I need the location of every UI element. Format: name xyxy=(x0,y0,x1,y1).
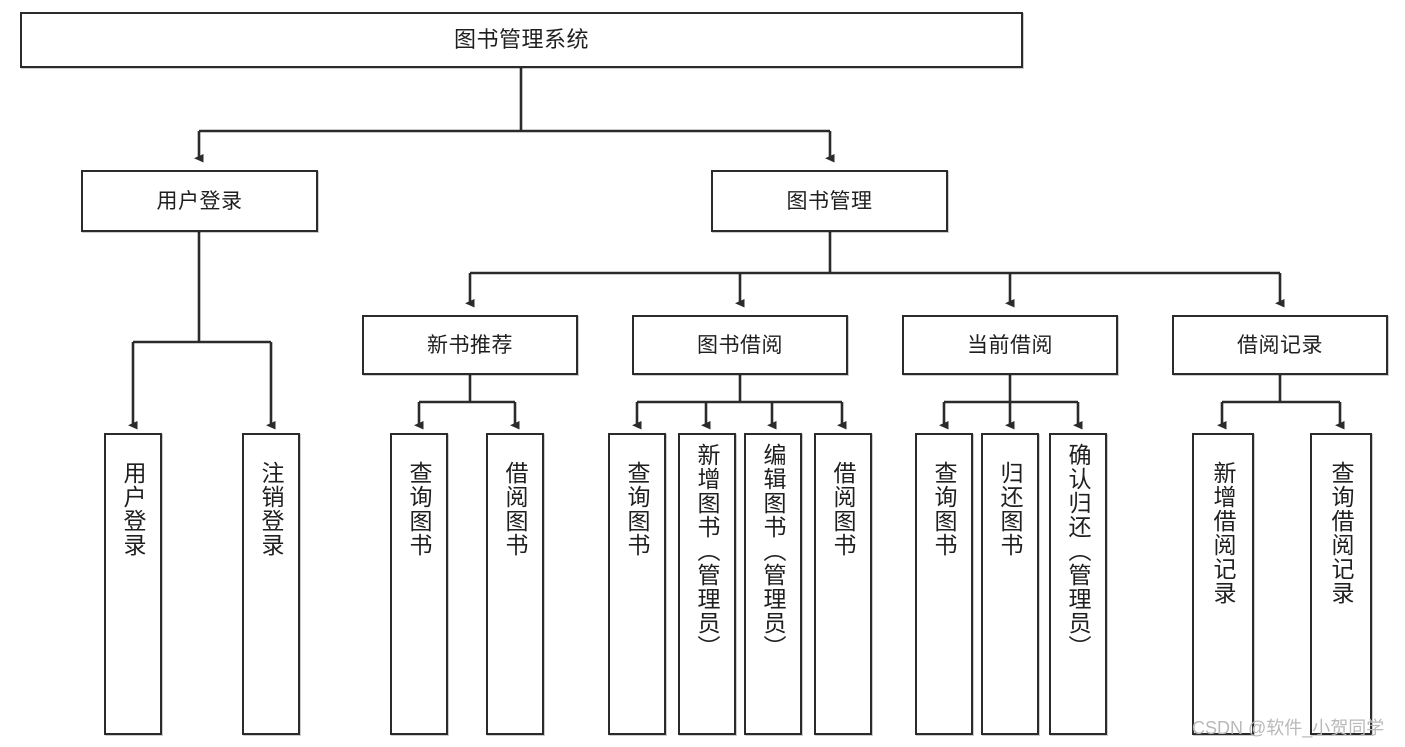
node-book-manage-label: 图书管理 xyxy=(786,189,873,213)
leaf-confirm-return[interactable]: 确认归还（管理员） xyxy=(1049,433,1107,735)
leaf-add-book-label: 新增图书（管理员） xyxy=(694,443,721,659)
leaf-user-login[interactable]: 用户登录 xyxy=(104,433,162,735)
node-current-borrow-label: 当前借阅 xyxy=(967,333,1053,357)
leaf-borrow-book-1[interactable]: 借阅图书 xyxy=(486,433,544,735)
leaf-confirm-return-label: 确认归还（管理员） xyxy=(1065,443,1092,659)
leaf-query-book-2[interactable]: 查询图书 xyxy=(608,433,666,735)
leaf-add-record[interactable]: 新增借阅记录 xyxy=(1192,433,1254,735)
leaf-add-record-label: 新增借阅记录 xyxy=(1210,461,1237,605)
leaf-borrow-book-2[interactable]: 借阅图书 xyxy=(814,433,872,735)
leaf-query-book-1-label: 查询图书 xyxy=(406,461,433,557)
leaf-logout-login-label: 注销登录 xyxy=(258,461,285,557)
node-new-book-recommend[interactable]: 新书推荐 xyxy=(362,315,578,375)
leaf-return-book-label: 归还图书 xyxy=(997,461,1024,557)
node-borrow-record[interactable]: 借阅记录 xyxy=(1172,315,1388,375)
leaf-query-book-3-label: 查询图书 xyxy=(931,461,958,557)
node-root-label: 图书管理系统 xyxy=(453,27,589,52)
leaf-borrow-book-1-label: 借阅图书 xyxy=(502,461,529,557)
leaf-query-book-2-label: 查询图书 xyxy=(624,461,651,557)
node-user-login[interactable]: 用户登录 xyxy=(81,170,318,232)
leaf-edit-book-label: 编辑图书（管理员） xyxy=(760,443,787,659)
node-book-borrow[interactable]: 图书借阅 xyxy=(632,315,848,375)
node-user-login-label: 用户登录 xyxy=(156,189,243,213)
leaf-logout-login[interactable]: 注销登录 xyxy=(242,433,300,735)
node-borrow-record-label: 借阅记录 xyxy=(1237,333,1323,357)
node-book-manage[interactable]: 图书管理 xyxy=(711,170,948,232)
leaf-borrow-book-2-label: 借阅图书 xyxy=(830,461,857,557)
leaf-query-book-3[interactable]: 查询图书 xyxy=(915,433,973,735)
leaf-query-book-1[interactable]: 查询图书 xyxy=(390,433,448,735)
node-current-borrow[interactable]: 当前借阅 xyxy=(902,315,1118,375)
node-root[interactable]: 图书管理系统 xyxy=(20,12,1023,68)
node-book-borrow-label: 图书借阅 xyxy=(697,333,783,357)
leaf-query-record[interactable]: 查询借阅记录 xyxy=(1310,433,1372,735)
leaf-return-book[interactable]: 归还图书 xyxy=(981,433,1039,735)
csdn-watermark: CSDN @软件_小贺同学 xyxy=(1192,718,1385,738)
leaf-edit-book[interactable]: 编辑图书（管理员） xyxy=(744,433,802,735)
leaf-user-login-label: 用户登录 xyxy=(120,461,147,557)
leaf-add-book[interactable]: 新增图书（管理员） xyxy=(678,433,736,735)
leaf-query-record-label: 查询借阅记录 xyxy=(1328,461,1355,605)
node-new-book-recommend-label: 新书推荐 xyxy=(427,333,513,357)
